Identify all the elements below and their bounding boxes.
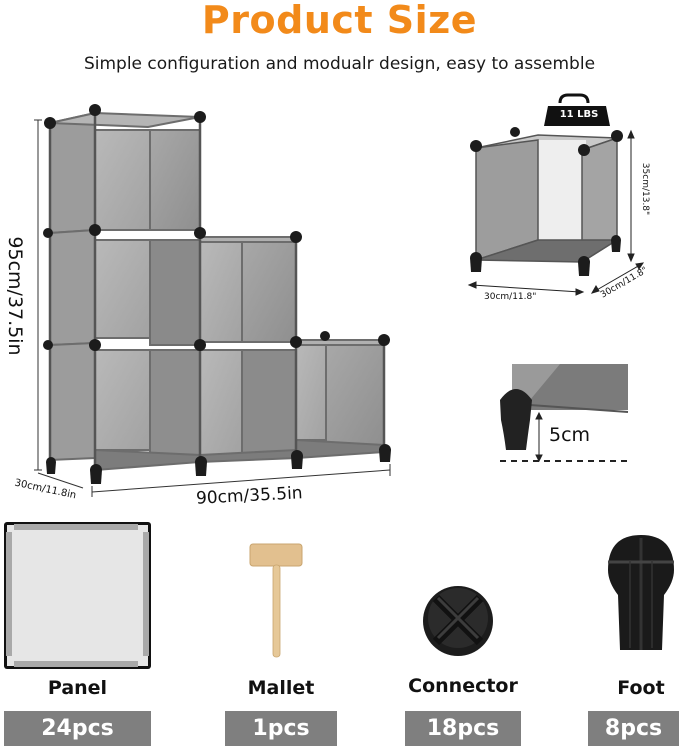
- part-count-panel: 24pcs: [4, 711, 151, 746]
- foot-clearance-label: 5cm: [549, 424, 591, 446]
- mallet-icon: [249, 543, 303, 658]
- page-subtitle: Simple configuration and modualr design,…: [83, 54, 596, 74]
- page-title: Product Size: [201, 0, 478, 42]
- part-count-connector: 18pcs: [405, 711, 521, 746]
- foot-icon: [608, 535, 674, 650]
- cube-width-label: 30cm/11.8": [484, 292, 537, 302]
- connector-dots: [43, 104, 390, 351]
- part-name-foot: Foot: [617, 677, 665, 699]
- part-name-mallet: Mallet: [247, 677, 315, 699]
- foot-detail-icon: [500, 389, 532, 450]
- panel-icon: [4, 522, 151, 669]
- part-name-panel: Panel: [47, 677, 108, 699]
- height-dimension-label: 95cm/37.5in: [4, 236, 26, 356]
- weight-badge-label: 11 LBS: [559, 109, 599, 120]
- connector-icon: [423, 586, 493, 656]
- cube-height-label: 35cm/13.8": [640, 162, 650, 216]
- part-count-mallet: 1pcs: [225, 711, 337, 746]
- part-count-foot: 8pcs: [588, 711, 679, 746]
- weight-icon: [544, 93, 610, 126]
- part-name-connector: Connector: [408, 675, 518, 697]
